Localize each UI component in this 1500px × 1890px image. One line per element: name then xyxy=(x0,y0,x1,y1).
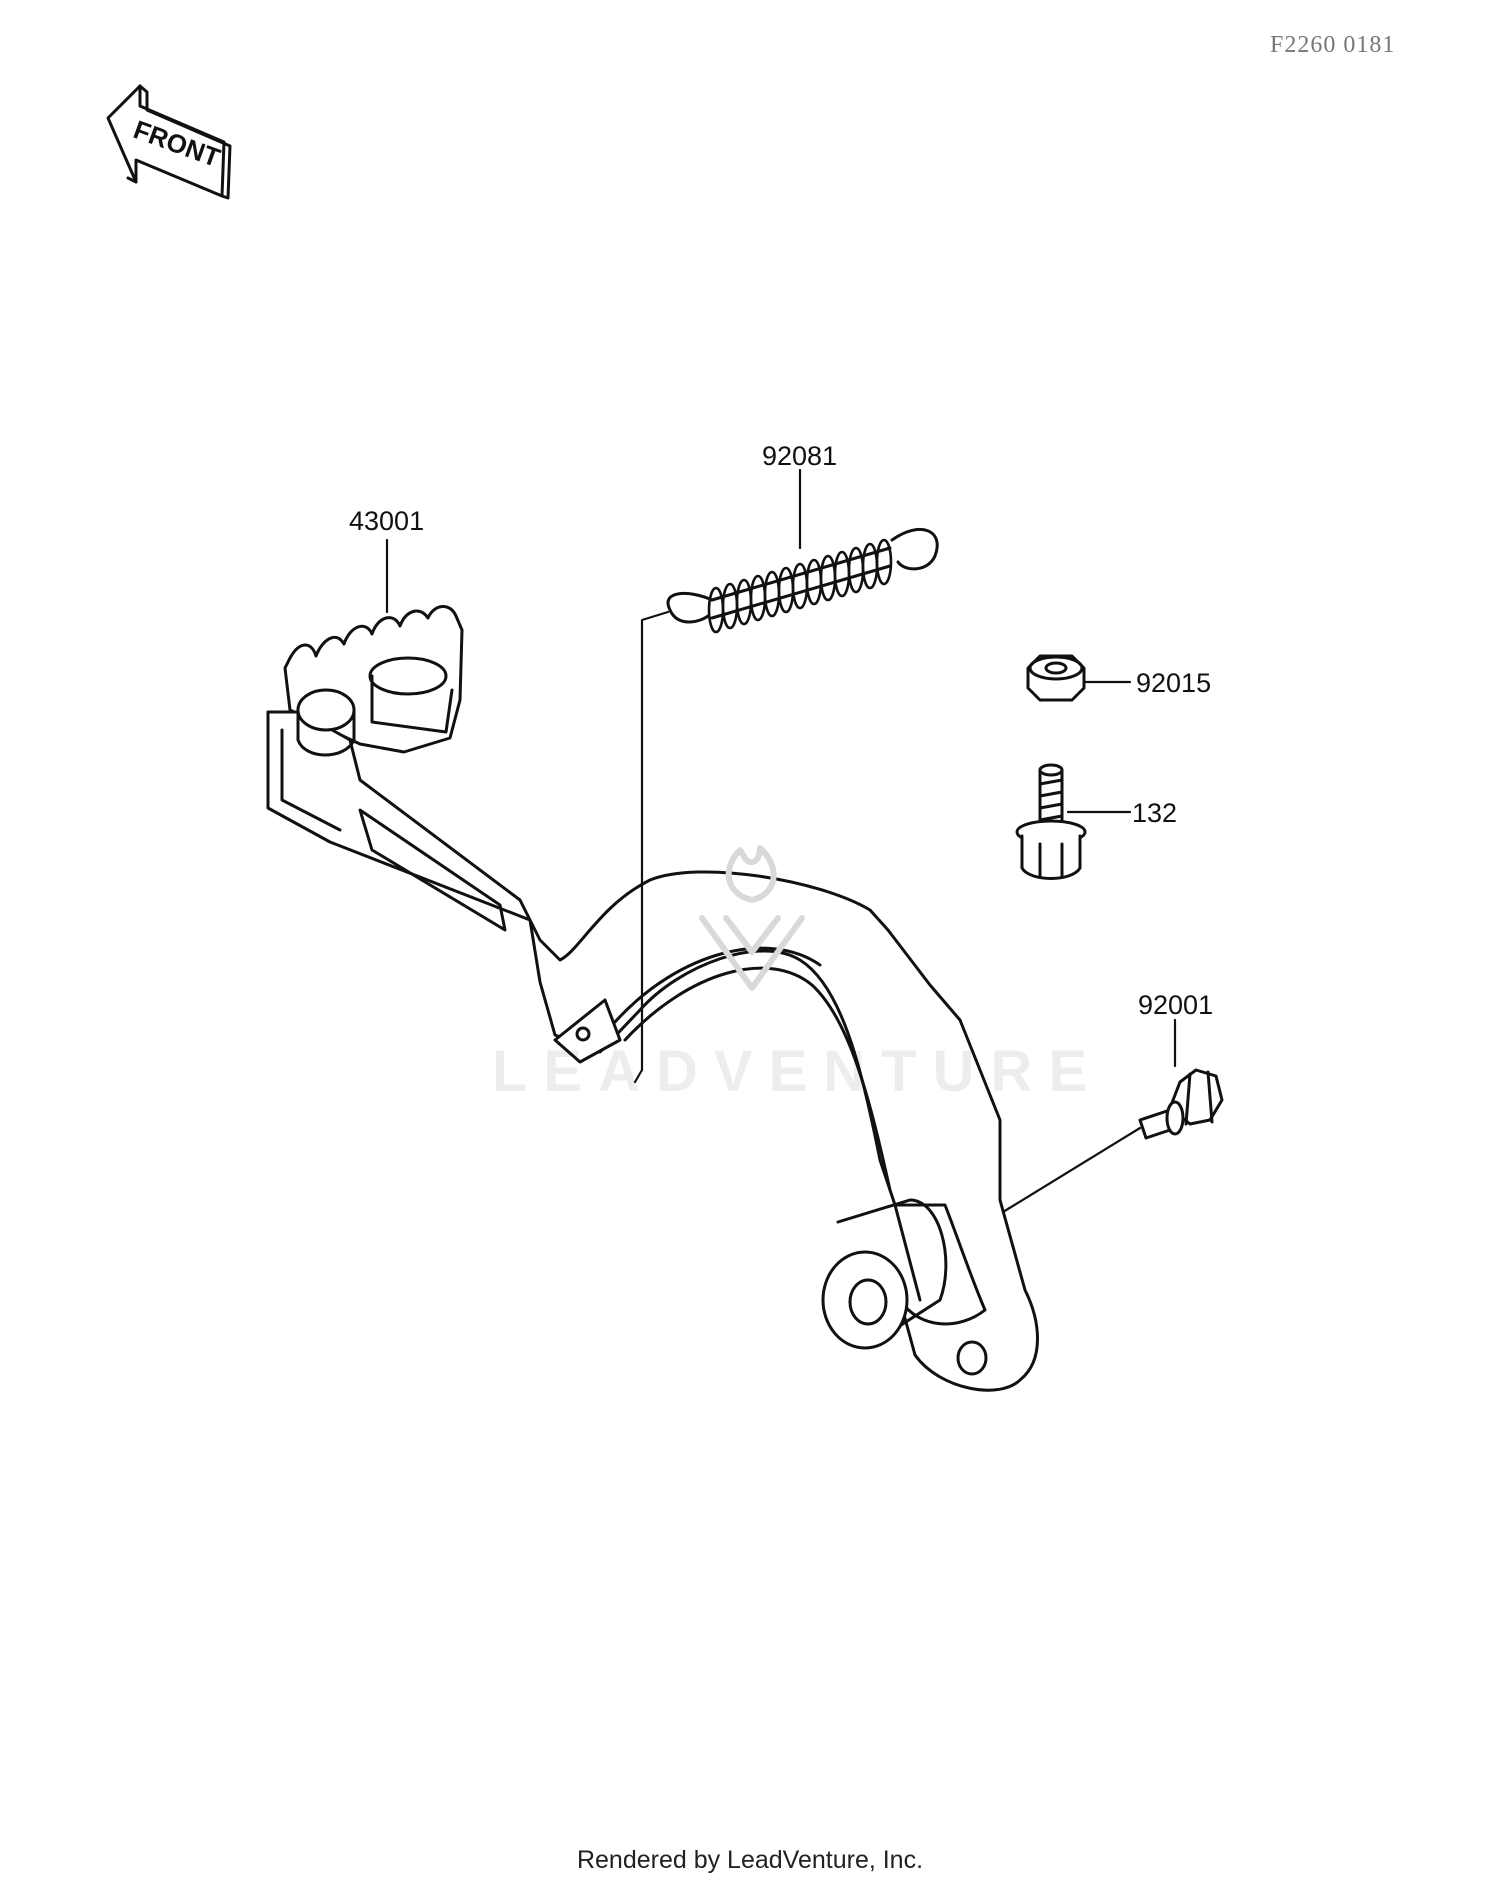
part-label-43001[interactable]: 43001 xyxy=(349,506,425,536)
watermark-logo-icon xyxy=(699,845,805,991)
footer-credit: Rendered by LeadVenture, Inc. xyxy=(576,1846,924,1874)
nut-icon xyxy=(1026,654,1086,702)
part-label-92015[interactable]: 92015 xyxy=(1136,668,1212,698)
part-label-92081[interactable]: 92081 xyxy=(762,441,838,471)
spring-icon xyxy=(666,528,939,634)
diagram-id: F2260 0181 xyxy=(1270,32,1396,58)
watermark-text: LEADVENTURE xyxy=(492,1039,1104,1104)
leader-lines xyxy=(385,468,1177,1214)
brake-pedal-icon xyxy=(266,605,1039,1392)
part-label-132[interactable]: 132 xyxy=(1132,798,1178,828)
front-arrow-icon: FRONT xyxy=(106,84,232,200)
part-label-92001[interactable]: 92001 xyxy=(1138,990,1214,1020)
bolt-132-icon xyxy=(1015,763,1087,880)
bolt-92001-icon xyxy=(1138,1068,1224,1140)
